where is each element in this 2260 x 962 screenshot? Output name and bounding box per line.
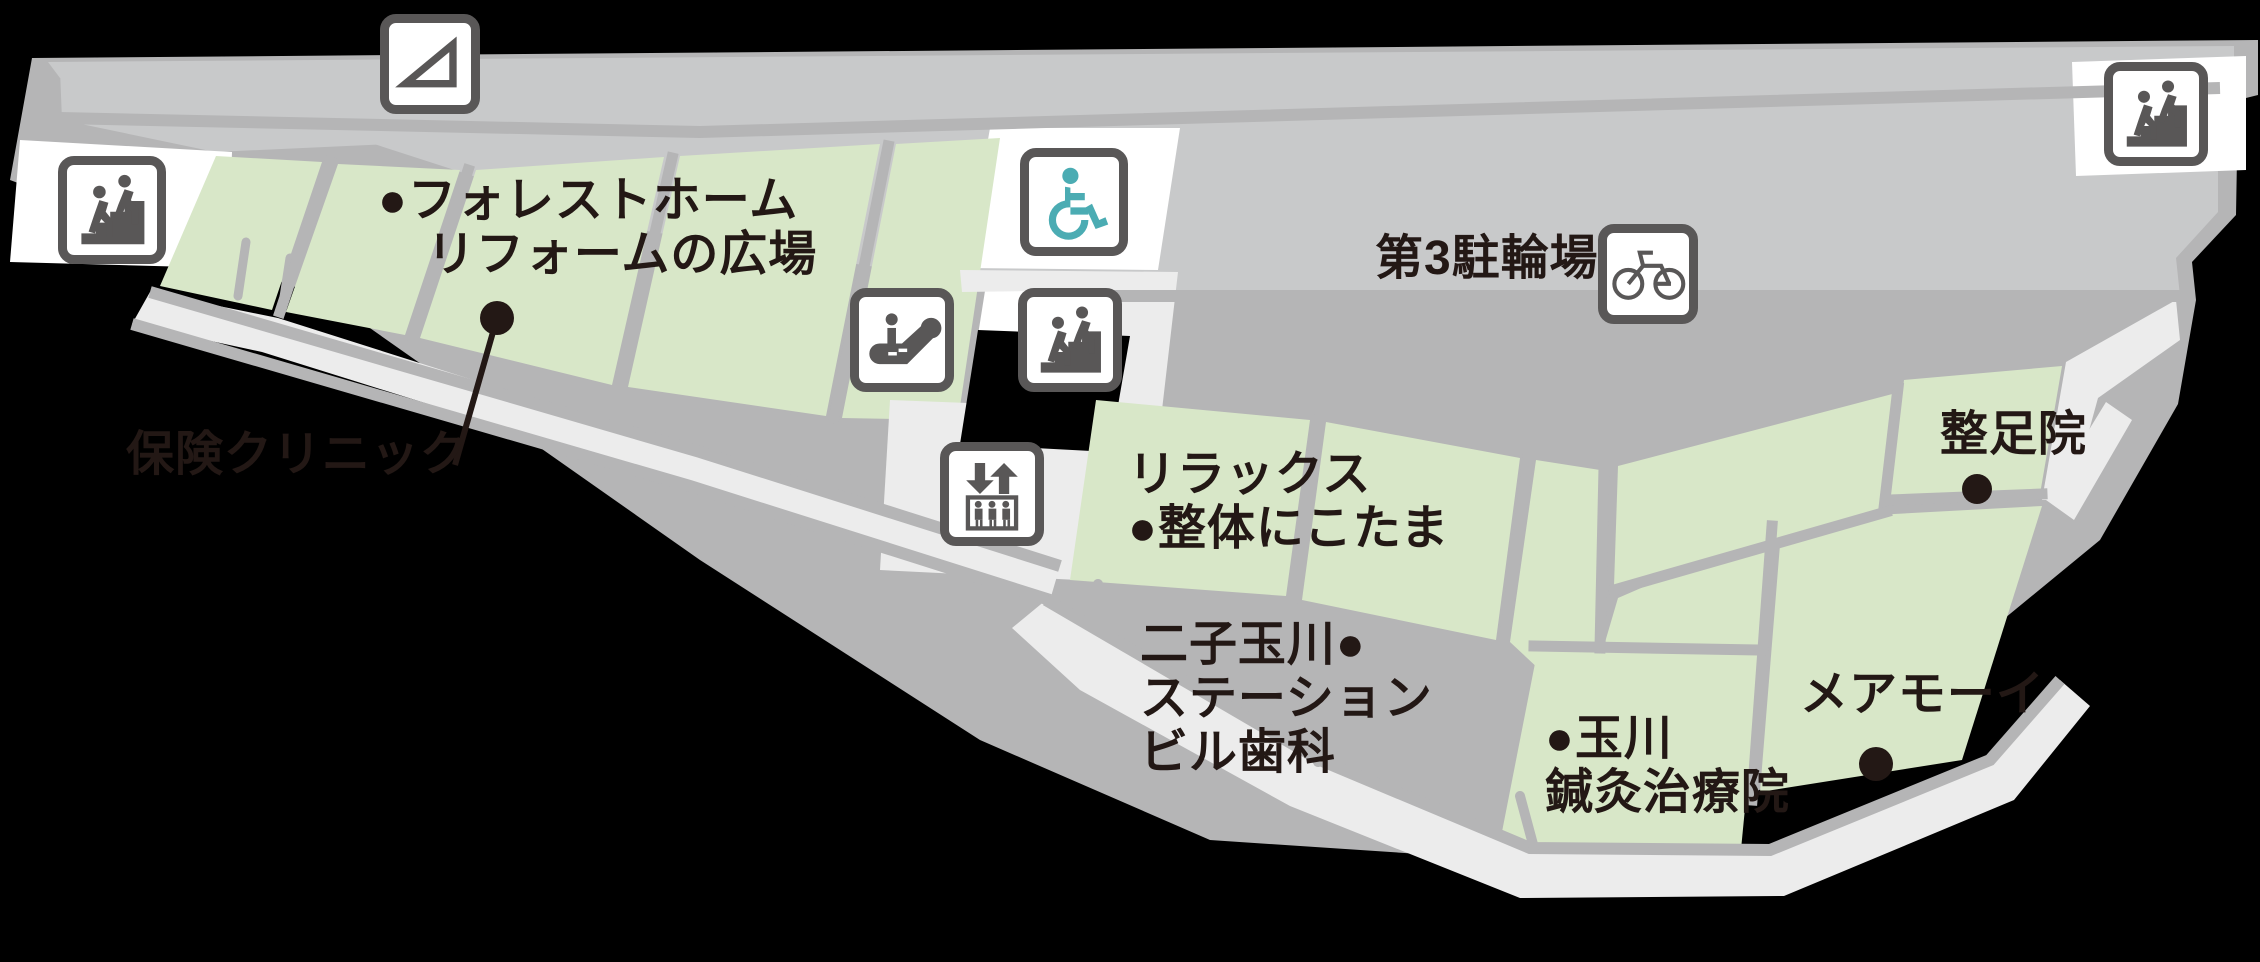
slope-ramp-icon[interactable] <box>380 14 480 114</box>
tenant-blocks-northwest <box>160 138 1000 420</box>
poi-dot-seisokuin <box>1962 474 1992 504</box>
label-forest-home: ●フォレストホーム リフォームの広場 <box>378 174 818 281</box>
east-corridor <box>2042 300 2180 520</box>
label-seisokuin: 整足院 <box>1940 408 2087 461</box>
poi-dots <box>1859 474 1992 781</box>
stairs-icon[interactable] <box>58 156 166 264</box>
bicycle-parking-icon[interactable] <box>1598 224 1698 324</box>
label-hoken-clinic: 保険クリニック <box>126 428 469 481</box>
label-relax-seitai: リラックス ●整体にこたま <box>1128 448 1450 555</box>
elevator-icon[interactable] <box>940 442 1044 546</box>
south-corridor <box>1012 600 2090 898</box>
label-bicycle-parking: 第3駐輪場 <box>1375 232 1599 285</box>
wheelchair-icon[interactable] <box>1020 148 1128 256</box>
label-station-building-dental: 二子玉川● ステーション ビル歯科 <box>1140 618 1433 779</box>
label-tamagawa-shinkyu: ●玉川 鍼灸治療院 <box>1545 712 1790 819</box>
label-meamoi: メアモーイ <box>1800 668 2045 721</box>
escalator-icon[interactable] <box>850 288 954 392</box>
leader-line-hoken-clinic <box>452 301 514 466</box>
poi-dot-meamoi <box>1859 747 1893 781</box>
south-corridor-stubs <box>1093 579 1539 853</box>
tenant-dividers <box>273 139 2048 806</box>
tenant-blocks-southeast <box>1070 366 2062 860</box>
stairs-icon[interactable] <box>1018 288 1122 392</box>
stairs-icon[interactable] <box>2104 62 2208 166</box>
